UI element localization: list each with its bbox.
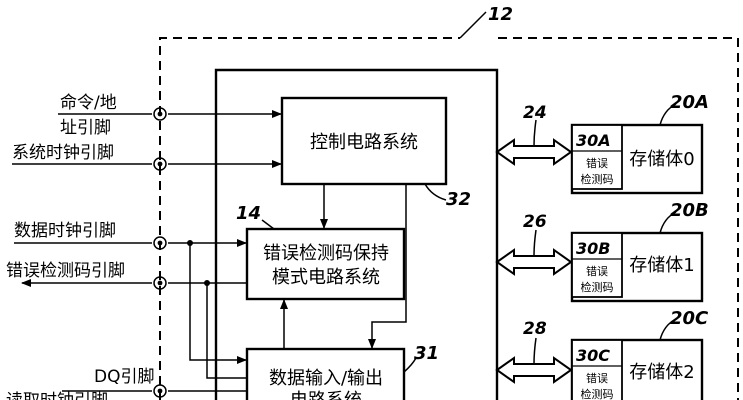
edc-hold-label-2: 模式电路系统 bbox=[272, 267, 380, 288]
control-ref-leader bbox=[424, 183, 447, 201]
edc-hold-ref-leader bbox=[261, 219, 275, 230]
bank-0-label: 存储体0 bbox=[629, 149, 694, 170]
bus-b-ref-leader bbox=[533, 229, 537, 257]
data-io-label-2: 电路系统 bbox=[290, 390, 362, 400]
control-circuit-box bbox=[280, 96, 448, 186]
control-circuit-label: 控制电路系统 bbox=[310, 132, 418, 153]
device-ref-leader bbox=[459, 11, 487, 39]
bus-a-ref-leader bbox=[533, 119, 537, 147]
data-io-label-1: 数据输入/输出 bbox=[269, 368, 383, 389]
bank-1-label: 存储体1 bbox=[629, 255, 694, 276]
control-to-data-io-wire bbox=[368, 184, 407, 349]
bank-1-edc-label-2: 检测码 bbox=[581, 280, 614, 294]
bank-1-edc-label-1: 错误 bbox=[586, 264, 608, 278]
data-io-box bbox=[245, 347, 406, 400]
bank-0-ref-leader bbox=[659, 103, 677, 126]
bank-2-ref-leader bbox=[659, 318, 677, 341]
edc-tap-wire bbox=[206, 283, 246, 379]
edc-hold-box bbox=[245, 227, 406, 301]
edc-hold-label-1: 错误检测码保持 bbox=[263, 243, 389, 264]
pin-cmd-addr-label-2: 址引脚 bbox=[60, 118, 111, 138]
data-io-ref-label: 31 bbox=[414, 343, 439, 364]
bank-2-edc-label-2: 检测码 bbox=[581, 387, 614, 400]
pin-edc-label: 错误检测码引脚 bbox=[6, 261, 125, 281]
bank-1-edc-box bbox=[571, 232, 623, 298]
bank-2-ref-label: 20C bbox=[670, 308, 709, 329]
pin-data-clock-label: 数据时钟引脚 bbox=[14, 221, 116, 241]
pin-cmd-addr-label-1: 命令/地 bbox=[60, 93, 117, 113]
edc-hold-ref-label: 14 bbox=[236, 203, 261, 224]
junction-dot-edc bbox=[204, 280, 210, 286]
bank-1-ref-label: 20B bbox=[670, 200, 709, 221]
control-ref-label: 32 bbox=[446, 189, 471, 210]
bank-0-edc-box bbox=[571, 124, 623, 190]
bus-a-ref-label: 24 bbox=[523, 103, 547, 123]
bus-c-ref-leader bbox=[533, 337, 537, 365]
bank-2-edc-label-1: 错误 bbox=[586, 371, 608, 385]
device-boundary bbox=[159, 37, 739, 400]
bank-0-edc-label-2: 检测码 bbox=[581, 172, 614, 186]
bus-b-ref-label: 26 bbox=[523, 212, 547, 232]
pin-sys-clock-label: 系统时钟引脚 bbox=[12, 143, 114, 163]
inner-block-boundary bbox=[214, 68, 499, 400]
bank-0-edc-label-1: 错误 bbox=[586, 156, 608, 170]
data-clock-tap-wire bbox=[189, 243, 247, 364]
bank-1-edc-ref: 30B bbox=[576, 239, 610, 258]
pin-read-clock-label: 读取时钟引脚 bbox=[6, 391, 108, 400]
data-io-ref-leader bbox=[403, 357, 417, 373]
bus-c-ref-label: 28 bbox=[523, 319, 547, 339]
pin-dq-label: DQ引脚 bbox=[94, 367, 154, 387]
bank-1-ref-leader bbox=[659, 211, 677, 234]
bank-2-edc-ref: 30C bbox=[576, 346, 610, 365]
device-ref-label: 12 bbox=[488, 4, 513, 25]
bank-2-label: 存储体2 bbox=[629, 362, 694, 383]
junction-dot-data-clock bbox=[187, 240, 193, 246]
pin-terminals bbox=[153, 107, 167, 398]
bank-2-edc-box bbox=[571, 339, 623, 400]
bank-0-edc-ref: 30A bbox=[576, 131, 611, 150]
bank-0-ref-label: 20A bbox=[670, 92, 709, 113]
